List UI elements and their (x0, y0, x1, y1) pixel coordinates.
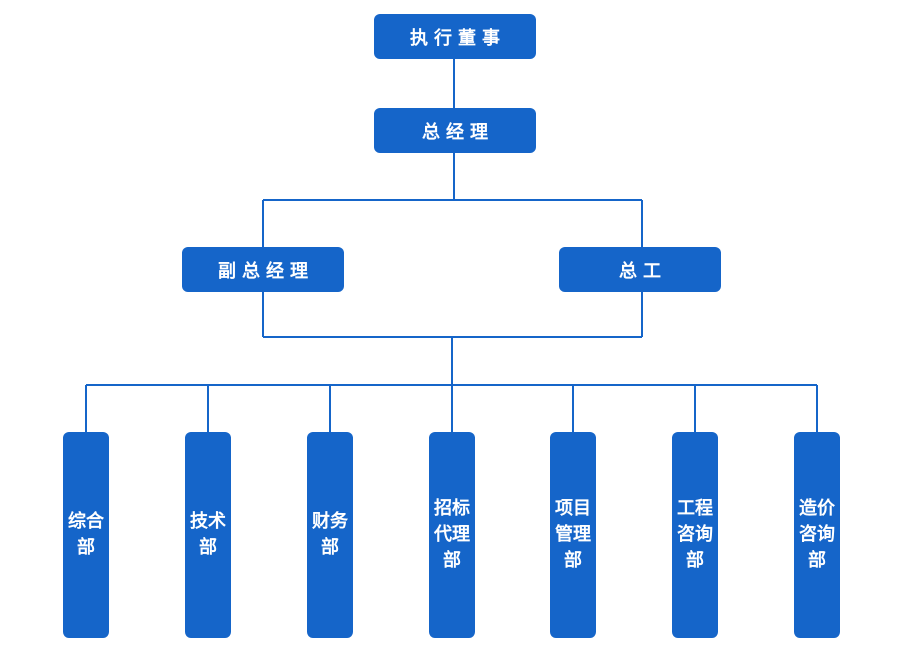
department-label: 项目管理部 (555, 498, 591, 571)
department-box: 综合部 (63, 432, 109, 638)
department-box: 财务部 (307, 432, 353, 638)
department-label: 财务部 (312, 511, 348, 558)
deputy-general-manager-label: 副总经理 (218, 260, 314, 282)
general-manager-label: 总经理 (422, 121, 494, 143)
department-box: 项目管理部 (550, 432, 596, 638)
department-box: 招标代理部 (429, 432, 475, 638)
department-label: 工程咨询部 (677, 498, 713, 571)
deputy-general-manager-box: 副总经理 (182, 247, 344, 292)
general-manager-box: 总经理 (374, 108, 536, 153)
executive-director-box: 执行董事 (374, 14, 536, 59)
chief-engineer-label: 总工 (619, 260, 667, 282)
department-label: 造价咨询部 (799, 498, 835, 571)
department-label: 招标代理部 (434, 498, 470, 571)
executive-director-label: 执行董事 (410, 27, 506, 49)
department-box: 技术部 (185, 432, 231, 638)
department-box: 工程咨询部 (672, 432, 718, 638)
department-label: 技术部 (190, 511, 226, 558)
chief-engineer-box: 总工 (559, 247, 721, 292)
department-label: 综合部 (68, 511, 104, 558)
department-box: 造价咨询部 (794, 432, 840, 638)
